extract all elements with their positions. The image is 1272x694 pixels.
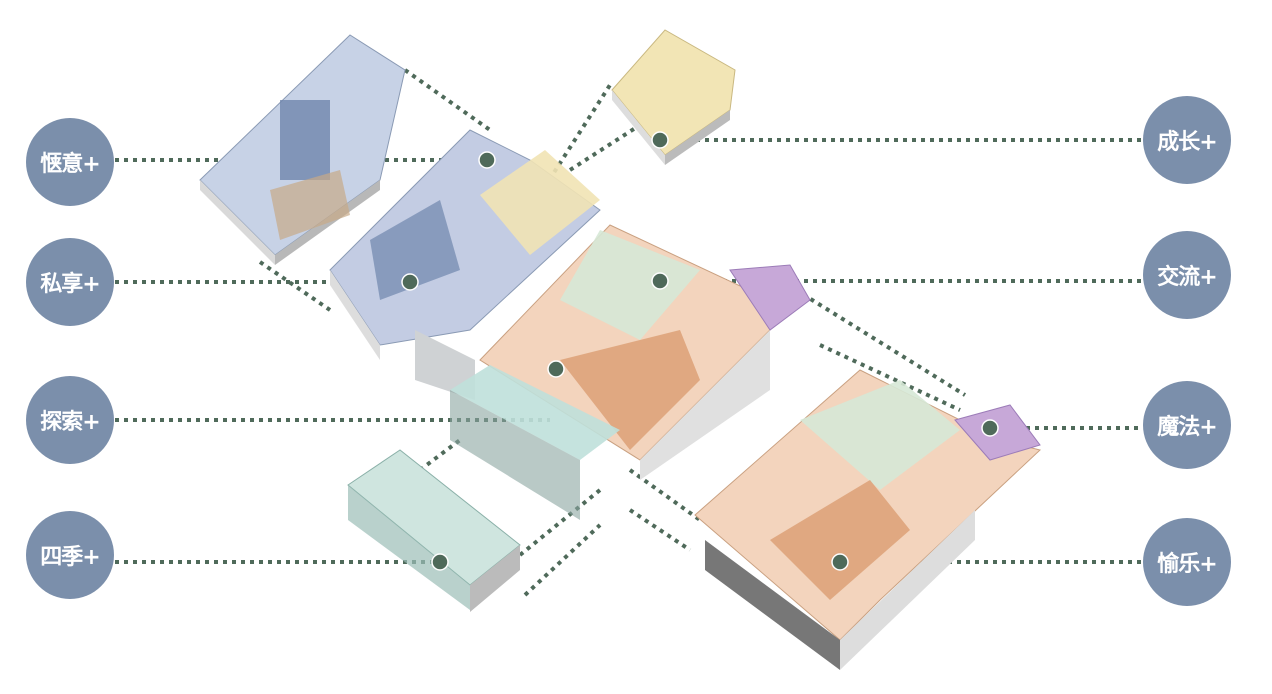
label-tansuo: 探索+ <box>26 376 114 464</box>
anchor-dot-tansuo <box>547 360 565 378</box>
anchor-dot-chengzhang <box>651 131 669 149</box>
dotted-connectors <box>115 68 1143 597</box>
anchor-dot-qieyi <box>478 151 496 169</box>
label-mofa: 魔法+ <box>1143 381 1231 469</box>
anchor-dot-yule <box>831 553 849 571</box>
label-sixiang: 私享+ <box>26 238 114 326</box>
label-chengzhang: 成长+ <box>1143 96 1231 184</box>
living-module-copy <box>694 369 1042 670</box>
anchor-dot-siji <box>431 553 449 571</box>
master-suite-module <box>329 129 601 400</box>
label-siji: 四季+ <box>26 511 114 599</box>
label-yule: 愉乐+ <box>1143 518 1231 606</box>
living-module <box>450 224 811 520</box>
kids-room-module <box>611 29 736 165</box>
balcony-module <box>347 449 521 612</box>
anchor-dot-mofa <box>981 419 999 437</box>
label-jiaoliu: 交流+ <box>1143 231 1231 319</box>
label-qieyi: 惬意+ <box>26 118 114 206</box>
bedroom-module <box>199 34 406 265</box>
anchor-dot-jiaoliu <box>651 272 669 290</box>
anchor-dot-sixiang <box>401 273 419 291</box>
anchor-dots <box>401 131 999 571</box>
